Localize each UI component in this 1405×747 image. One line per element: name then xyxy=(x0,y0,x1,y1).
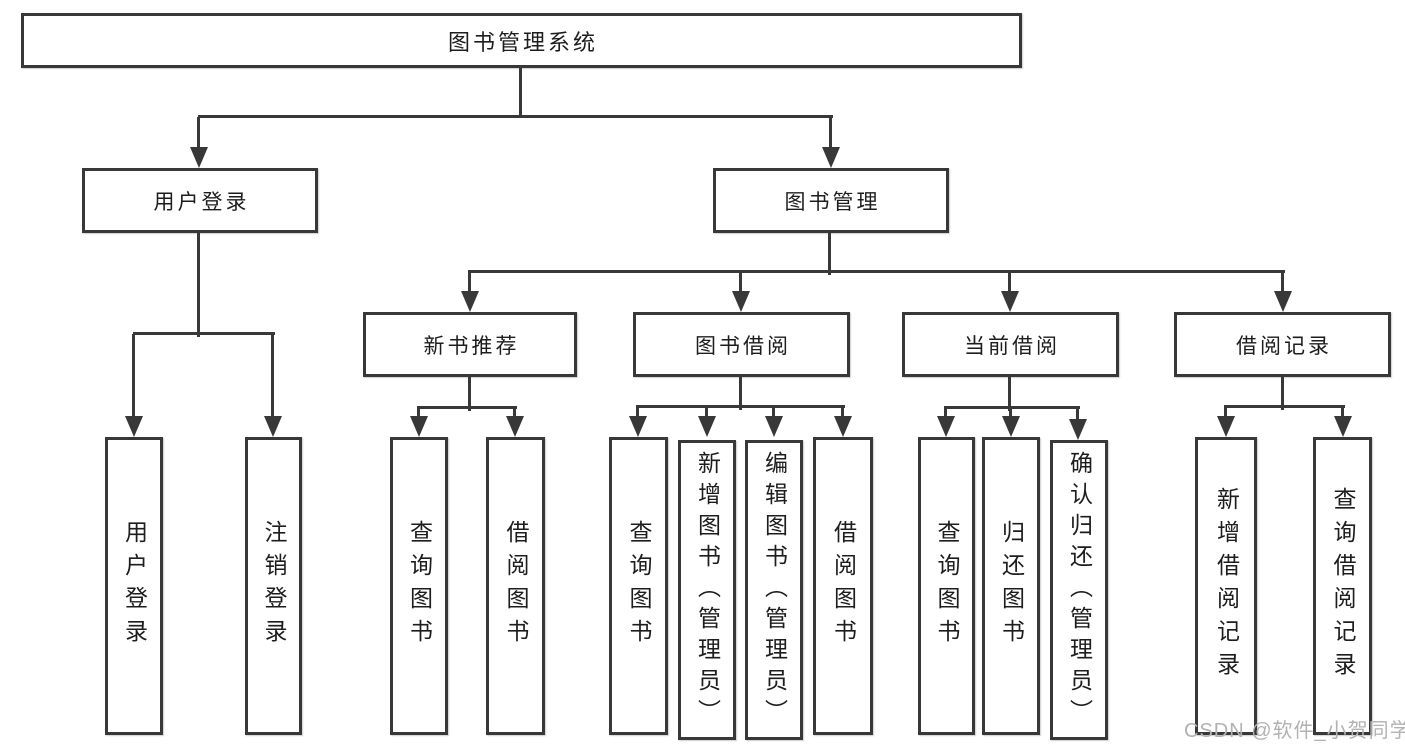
connector-line xyxy=(739,377,742,410)
leaf-label: 新增图书（管理员） xyxy=(694,450,721,730)
arrowhead xyxy=(765,416,783,437)
leaf-label: 查询图书 xyxy=(934,520,960,652)
leaf-node: 新增借阅记录 xyxy=(1195,437,1257,735)
leaf-node: 确认归还（管理员） xyxy=(1050,440,1108,740)
arrowhead xyxy=(1001,291,1019,312)
node-user-login-branch: 用户登录 xyxy=(82,168,318,233)
arrowhead xyxy=(937,416,955,437)
leaf-node: 查询图书 xyxy=(390,437,448,735)
arrowhead xyxy=(1334,416,1352,437)
node-current-borrow: 当前借阅 xyxy=(902,312,1119,377)
csdn-watermark: CSDN @软件_小贺同学 xyxy=(1184,720,1405,742)
leaf-label: 注销登录 xyxy=(261,520,287,652)
leaf-node: 查询图书 xyxy=(609,437,668,735)
leaf-label: 编辑图书（管理员） xyxy=(761,450,788,730)
leaf-label: 确认归还（管理员） xyxy=(1066,450,1093,730)
arrowhead xyxy=(264,416,282,437)
connector-line xyxy=(828,233,831,275)
connector-line xyxy=(271,334,274,425)
connector-line xyxy=(132,334,135,425)
arrowhead xyxy=(410,416,428,437)
connector-line xyxy=(829,117,832,156)
arrowhead xyxy=(1217,416,1235,437)
connector-line xyxy=(1224,405,1345,408)
connector-line xyxy=(519,68,522,118)
arrowhead xyxy=(732,291,750,312)
arrowhead xyxy=(834,416,852,437)
node-label: 图书借阅 xyxy=(695,334,791,358)
connector-line xyxy=(417,406,517,409)
leaf-label: 借阅图书 xyxy=(503,520,529,652)
node-new-book-recommend: 新书推荐 xyxy=(363,312,577,377)
leaf-node: 借阅图书 xyxy=(813,437,873,735)
connector-line xyxy=(1076,408,1079,428)
leaf-label: 查询借阅记录 xyxy=(1330,487,1356,685)
leaf-node: 用户登录 xyxy=(105,437,163,735)
connector-line xyxy=(468,377,471,411)
arrowhead xyxy=(506,416,524,437)
node-label: 用户登录 xyxy=(153,190,250,214)
arrowhead xyxy=(1274,291,1292,312)
leaf-node: 新增图书（管理员） xyxy=(678,440,736,740)
leaf-node: 查询借阅记录 xyxy=(1313,437,1372,735)
connector-line xyxy=(198,115,833,118)
connector-line xyxy=(1008,377,1011,411)
arrowhead xyxy=(1069,419,1087,440)
connector-line xyxy=(468,272,471,300)
connector-line xyxy=(133,332,275,335)
node-label: 当前借阅 xyxy=(964,334,1060,358)
connector-line xyxy=(1281,377,1284,410)
connector-line xyxy=(1008,272,1011,300)
leaf-label: 借阅图书 xyxy=(830,520,857,652)
leaf-node: 编辑图书（管理员） xyxy=(745,440,803,740)
connector-line xyxy=(197,117,200,156)
leaf-label: 用户登录 xyxy=(121,520,148,652)
connector-line xyxy=(636,405,845,408)
node-label: 图书管理 xyxy=(784,190,881,214)
leaf-label: 归还图书 xyxy=(998,520,1025,652)
connector-line xyxy=(468,270,1285,273)
leaf-label: 新增借阅记录 xyxy=(1213,487,1240,685)
leaf-node: 查询图书 xyxy=(918,437,975,735)
leaf-label: 查询图书 xyxy=(406,520,433,652)
connector-line xyxy=(197,233,200,337)
connector-line xyxy=(739,272,742,300)
node-label: 新书推荐 xyxy=(423,334,520,358)
leaf-node: 注销登录 xyxy=(245,437,302,735)
leaf-label: 查询图书 xyxy=(626,520,652,652)
leaf-node: 归还图书 xyxy=(982,437,1040,735)
arrowhead xyxy=(822,147,840,168)
node-borrow-record: 借阅记录 xyxy=(1174,312,1391,377)
leaf-node: 借阅图书 xyxy=(486,437,545,735)
node-book-borrow: 图书借阅 xyxy=(633,312,850,377)
arrowhead xyxy=(629,416,647,437)
arrowhead xyxy=(125,416,143,437)
node-book-management-branch: 图书管理 xyxy=(713,168,949,233)
node-label: 借阅记录 xyxy=(1236,334,1332,358)
arrowhead xyxy=(698,416,716,437)
node-root: 图书管理系统 xyxy=(21,13,1022,68)
arrowhead xyxy=(190,147,208,168)
arrowhead xyxy=(461,291,479,312)
arrowhead xyxy=(1002,416,1020,437)
connector-line xyxy=(1281,272,1284,300)
connector-line xyxy=(944,406,1080,409)
node-label: 图书管理系统 xyxy=(447,29,598,55)
